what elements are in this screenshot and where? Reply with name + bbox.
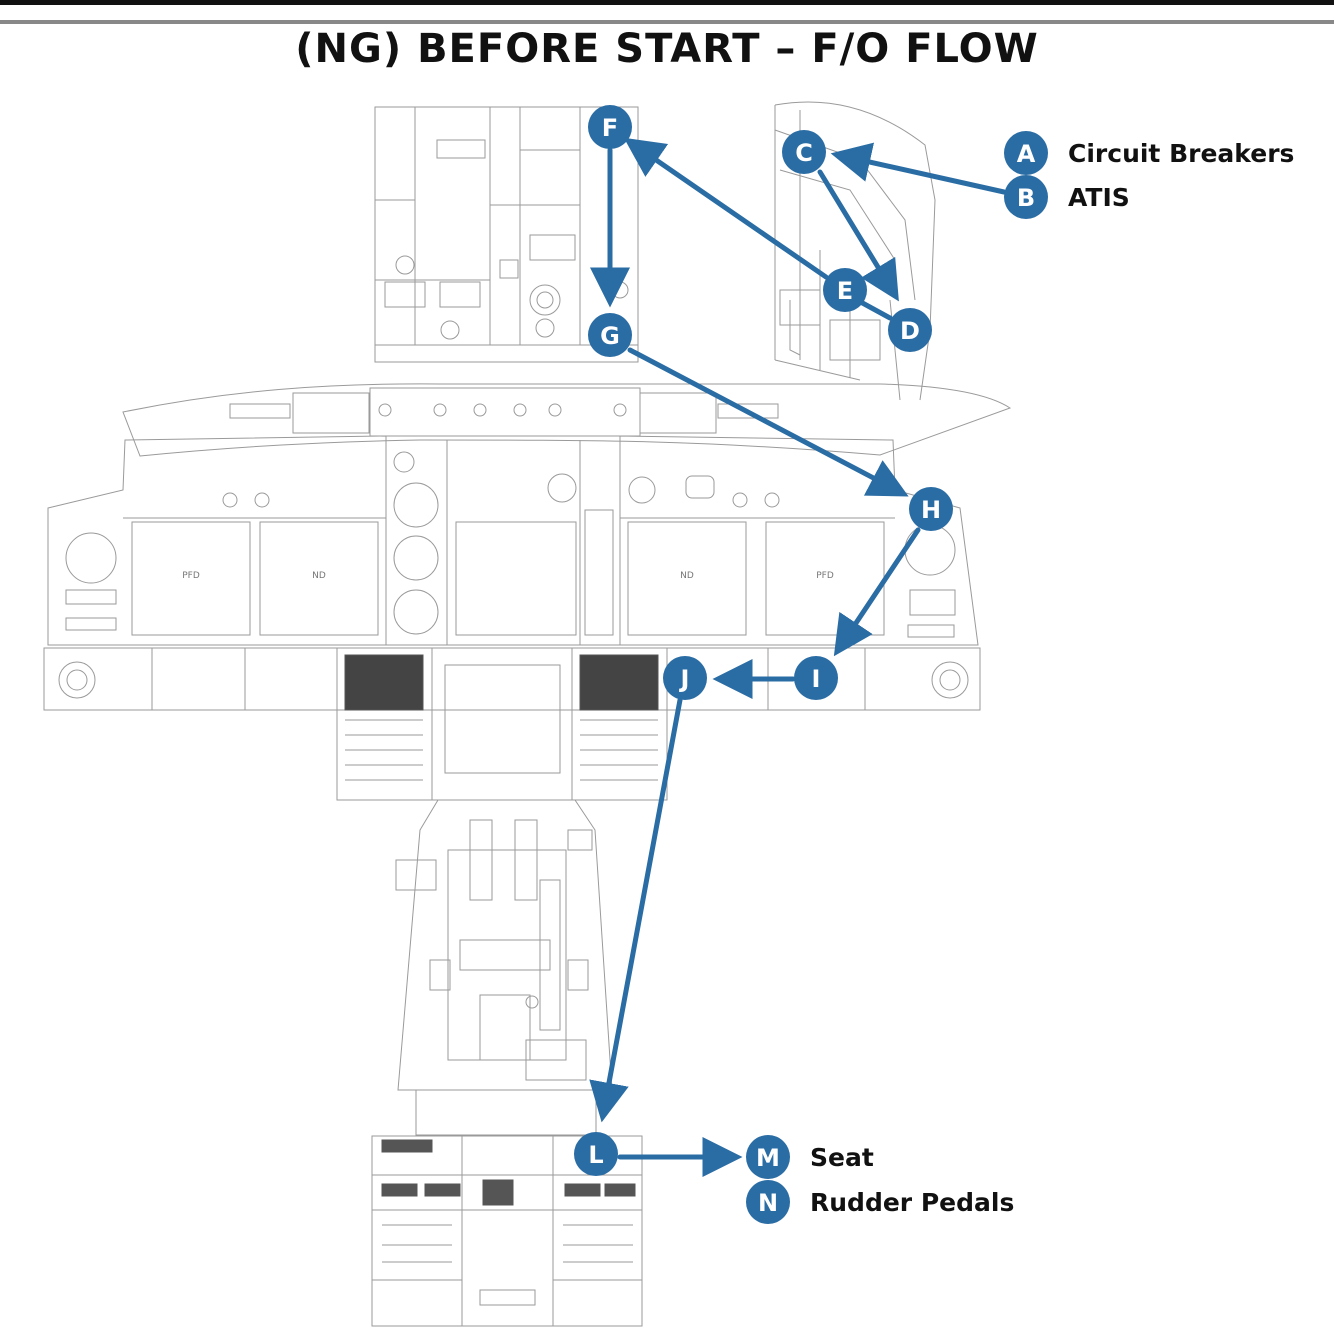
glareshield-mcp [122, 383, 1012, 457]
arrow-c-d [817, 169, 899, 302]
main-instrument-panel [47, 435, 979, 646]
svg-text:C: C [795, 139, 813, 167]
svg-text:G: G [600, 322, 620, 350]
arrow-h-i [833, 527, 921, 657]
marker-a: A [1004, 131, 1048, 175]
marker-j: J [663, 656, 707, 700]
side-panel-view [774, 101, 936, 401]
aft-electronic-panel [371, 1089, 643, 1327]
flow-arrows [589, 137, 1007, 1177]
arrow-j-l [589, 697, 683, 1123]
marker-g: G [588, 313, 632, 357]
throttle-pedestal [395, 799, 613, 1091]
svg-text:H: H [921, 496, 941, 524]
marker-c: C [782, 130, 826, 174]
overhead-panel [374, 106, 639, 363]
svg-text:E: E [837, 277, 853, 305]
marker-l: L [574, 1132, 618, 1176]
page-title: (NG) BEFORE START – F/O FLOW [295, 26, 1039, 72]
svg-text:M: M [756, 1144, 780, 1172]
svg-text:F: F [602, 114, 618, 142]
pfd-left-label: PFD [182, 571, 200, 581]
marker-e: E [823, 268, 867, 312]
svg-text:D: D [900, 317, 920, 345]
svg-text:B: B [1017, 184, 1035, 212]
lower-panel [43, 647, 981, 801]
top-rule [0, 0, 1334, 5]
pfd-right-label: PFD [816, 571, 834, 581]
marker-h: H [909, 487, 953, 531]
svg-text:A: A [1017, 140, 1036, 168]
arrow-g-h [627, 347, 909, 497]
top-rule-grey [0, 20, 1334, 24]
marker-b: B [1004, 175, 1048, 219]
marker-n: N [746, 1180, 790, 1224]
svg-text:N: N [758, 1189, 778, 1217]
legend-rudder-pedals: Rudder Pedals [810, 1188, 1015, 1217]
svg-text:J: J [679, 665, 690, 693]
marker-i: I [794, 656, 838, 700]
nd-left-label: ND [312, 571, 326, 581]
marker-d: D [888, 308, 932, 352]
marker-f: F [588, 105, 632, 149]
legend-atis: ATIS [1068, 183, 1130, 212]
marker-m: M [746, 1135, 790, 1179]
svg-text:I: I [812, 665, 821, 693]
nd-right-label: ND [680, 571, 694, 581]
svg-text:L: L [588, 1141, 603, 1169]
legend-circuit-breakers: Circuit Breakers [1068, 139, 1295, 168]
arrow-e-f [623, 137, 829, 280]
legend-seat: Seat [810, 1143, 874, 1172]
arrow-a-c [830, 142, 1007, 195]
